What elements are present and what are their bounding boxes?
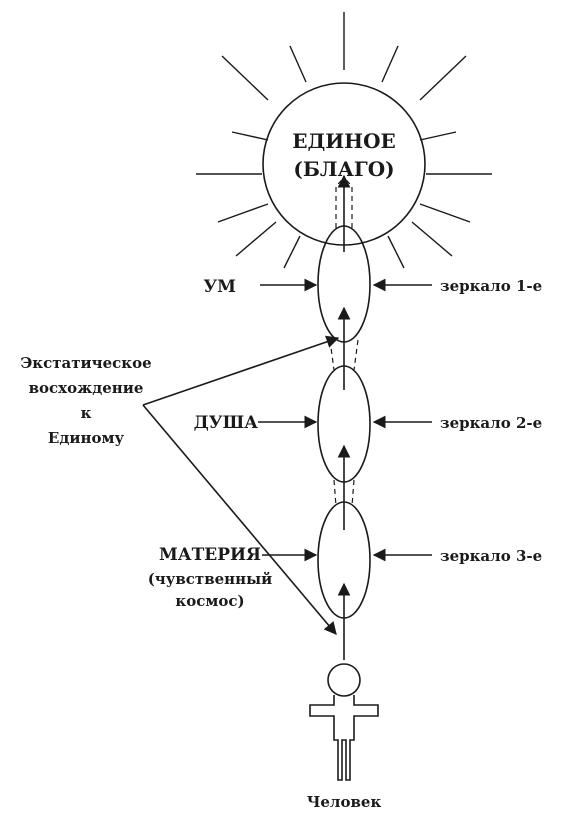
level-3-sublabel-1: (чувственный	[148, 570, 273, 588]
sun-rays	[196, 12, 492, 269]
person-figure	[309, 663, 379, 781]
level-1-mirror-label: зеркало 1-е	[440, 277, 542, 295]
level-2-label: ДУША	[194, 413, 258, 433]
person-label: Человек	[307, 793, 382, 811]
level-2-mirror-label: зеркало 2-е	[440, 414, 542, 432]
level-1-label: УМ	[203, 277, 236, 297]
level-3-sublabel-2: космос)	[175, 592, 244, 610]
level-3-mirror-label: зеркало 3-е	[440, 547, 542, 565]
ascent-label-line-1: Экстатическое	[20, 354, 151, 372]
level-3-label: МАТЕРИЯ	[159, 545, 261, 565]
ascent-label-line-4: Единому	[48, 429, 125, 447]
sun-title: ЕДИНОЕ	[292, 129, 396, 153]
ascent-label-line-3: к	[81, 404, 92, 422]
ascent-line-lower	[142, 404, 337, 635]
ascent-line-upper	[142, 335, 340, 406]
ascent-label-line-2: восхождение	[29, 379, 144, 397]
